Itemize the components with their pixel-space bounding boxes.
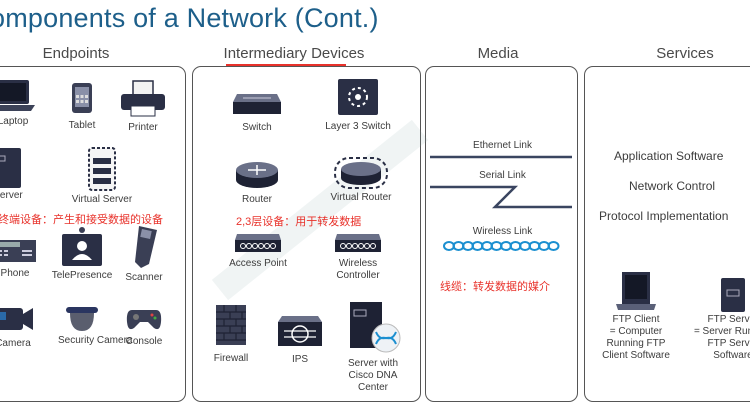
device-router[interactable]: Router	[222, 158, 292, 206]
watermark	[200, 110, 440, 310]
intermediary-heading-underline	[226, 64, 346, 66]
endpoint-telepresence[interactable]: TelePresence	[46, 226, 118, 282]
ethernet-link-icon	[430, 155, 572, 159]
server-icon	[0, 148, 21, 188]
media-panel	[425, 66, 578, 402]
endpoints-heading: Endpoints	[42, 45, 110, 62]
page-title: omponents of a Network (Cont.)	[0, 3, 379, 33]
access-point-icon	[235, 234, 281, 252]
service-ftp-server[interactable]: FTP Server = Server Running FTP Server S…	[690, 276, 750, 362]
endpoint-laptop[interactable]: Laptop	[0, 78, 38, 128]
device-ips[interactable]: IPS	[272, 314, 328, 366]
wireless-link-ring	[547, 241, 559, 251]
tablet-icon	[72, 83, 92, 113]
intermediary-note: 2,3层设备：用于转发数据	[236, 216, 362, 228]
layer3-switch-icon	[338, 79, 378, 115]
services-panel	[584, 66, 750, 402]
router-icon	[236, 162, 278, 188]
wireless-controller-icon	[335, 234, 381, 252]
endpoints-panel	[0, 66, 186, 402]
camera-icon	[0, 308, 33, 330]
endpoint-virtual-server[interactable]: Virtual Server	[64, 146, 140, 206]
device-virtual-router[interactable]: Virtual Router	[318, 156, 404, 204]
switch-icon	[233, 94, 281, 114]
ftp-client-laptop-icon	[616, 272, 656, 310]
media-ethernet-link[interactable]: Ethernet Link	[430, 140, 575, 160]
dna-center-server-icon	[350, 302, 401, 353]
phone-icon	[0, 240, 36, 262]
scanner-icon	[135, 226, 157, 268]
device-dna-center-server[interactable]: Server with Cisco DNA Center	[340, 300, 406, 394]
endpoint-camera[interactable]: Camera	[0, 302, 38, 350]
endpoint-security-camera[interactable]: Security Camera	[58, 305, 132, 347]
services-heading: Services	[656, 45, 714, 62]
media-wireless-link[interactable]: Wireless Link	[430, 226, 575, 252]
device-layer3-switch[interactable]: Layer 3 Switch	[318, 77, 398, 133]
firewall-icon	[216, 305, 246, 345]
virtual-router-icon	[334, 157, 388, 189]
device-switch[interactable]: Switch	[222, 92, 292, 134]
endpoint-phone[interactable]: Phone	[0, 232, 40, 280]
endpoint-console[interactable]: Console	[118, 306, 170, 348]
telepresence-icon	[62, 227, 102, 266]
device-firewall[interactable]: Firewall	[206, 303, 256, 365]
intermediary-panel	[192, 66, 421, 402]
media-note: 线缆：转发数据的媒介	[440, 281, 550, 293]
intermediary-heading: Intermediary Devices	[223, 45, 365, 62]
endpoints-note: 终端设备：产生和接受数据的设备	[0, 214, 163, 226]
printer-icon	[121, 80, 165, 117]
media-heading: Media	[477, 45, 519, 62]
console-icon	[126, 310, 162, 330]
device-access-point[interactable]: Access Point	[220, 232, 296, 270]
laptop-icon	[0, 80, 35, 111]
service-line-protocol: Protocol Implementation	[599, 209, 729, 223]
virtual-server-icon	[88, 147, 116, 191]
service-ftp-client[interactable]: FTP Client = Computer Running FTP Client…	[598, 270, 674, 362]
ftp-server-icon	[721, 278, 745, 312]
wireless-link-icon	[442, 241, 559, 251]
device-wireless-controller[interactable]: Wireless Controller	[322, 232, 394, 282]
endpoint-printer[interactable]: Printer	[115, 80, 171, 134]
service-line-application: Application Software	[614, 149, 724, 163]
ips-icon	[278, 316, 322, 346]
security-camera-icon	[66, 307, 98, 331]
endpoint-server[interactable]: Server	[0, 146, 30, 202]
endpoint-scanner[interactable]: Scanner	[118, 224, 170, 284]
endpoint-tablet[interactable]: Tablet	[60, 82, 104, 132]
media-serial-link[interactable]: Serial Link	[430, 170, 575, 210]
serial-link-icon	[430, 185, 572, 209]
service-line-network-control: Network Control	[629, 179, 716, 193]
